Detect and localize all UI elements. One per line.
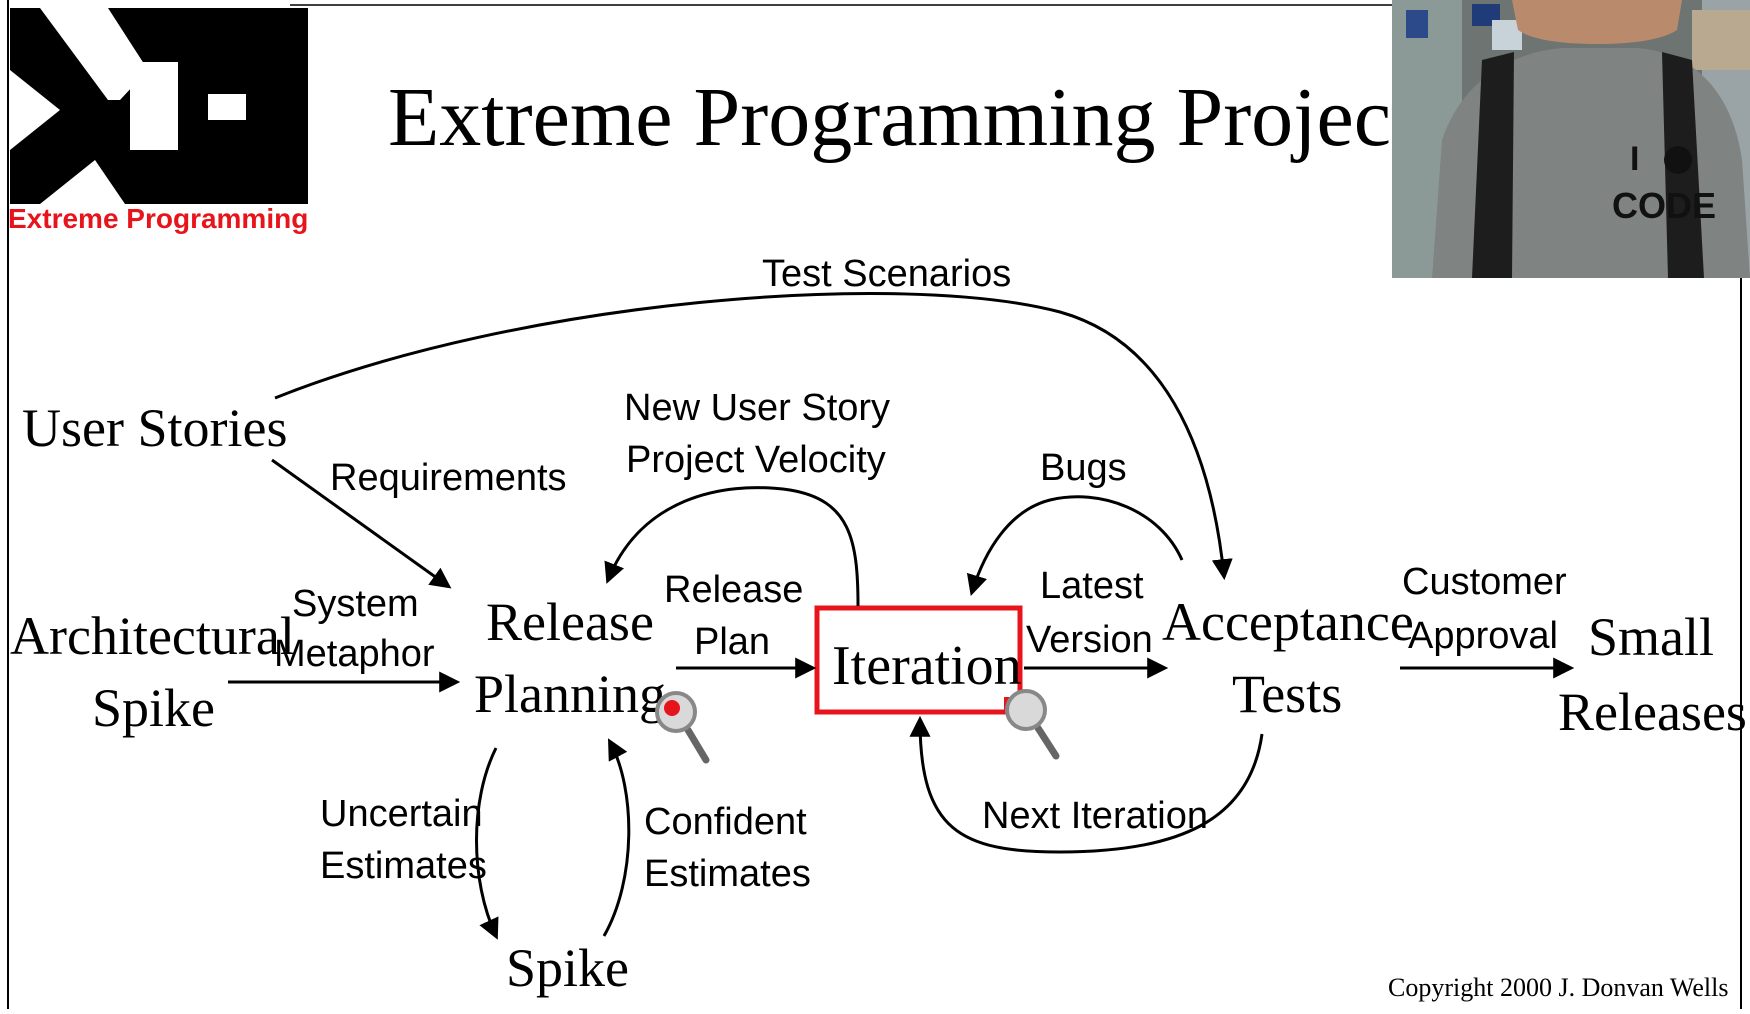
label-requirements: Requirements [330,457,567,499]
arrow-next-iteration [909,715,1264,854]
label-release-plan-line2: Plan [694,621,770,663]
node-architectural-spike-line2: Spike [92,678,215,738]
magnifier-icon[interactable] [1005,689,1060,760]
label-test-scenarios: Test Scenarios [762,253,1011,295]
label-release-plan-line1: Release [664,569,803,611]
label-system-metaphor-line2: Metaphor [274,633,435,675]
label-confident-estimates-line1: Confident [644,801,807,843]
arrow-bugs [966,495,1184,597]
arrow-requirements [271,458,452,589]
node-acceptance-tests-line1: Acceptance [1162,592,1414,652]
label-project-velocity: Project Velocity [626,439,886,481]
label-bugs: Bugs [1040,447,1127,489]
node-release-planning-line2: Planning [474,664,666,724]
webcam-overlay: I CODE [1392,0,1750,278]
presenter-image: I CODE [1392,0,1750,278]
magnifier-icon[interactable] [655,691,710,764]
label-confident-estimates-line2: Estimates [644,853,811,895]
node-small-releases-line1: Small [1588,607,1714,667]
label-new-user-story: New User Story [624,387,890,429]
label-uncertain-estimates-line1: Uncertain [320,793,483,835]
copyright: Copyright 2000 J. Donvan Wells [1388,973,1728,1002]
octocat-icon [1664,146,1692,174]
arrow-new-user-story [604,486,860,607]
label-latest-version-line2: Version [1026,619,1153,661]
page-title: Extreme Programming Project [388,71,1414,164]
label-system-metaphor-line1: System [292,583,419,625]
label-latest-version-line1: Latest [1040,565,1144,607]
shirt-text-i: I [1630,140,1639,178]
node-user-stories: User Stories [22,398,287,458]
shirt-text-code: CODE [1612,185,1716,226]
label-next-iteration: Next Iteration [982,795,1208,837]
node-iteration: Iteration [832,635,1022,697]
arrow-test-scenarios [274,292,1233,581]
node-acceptance-tests-line2: Tests [1232,664,1342,724]
label-customer-approval-line2: Approval [1408,615,1558,657]
arrow-confident-estimates [602,738,631,937]
node-release-planning-line1: Release [486,592,654,652]
logo-caption: Extreme Programming [8,203,308,234]
arrow-uncertain-estimates [475,747,499,940]
node-architectural-spike-line1: Architectural [10,606,295,666]
node-spike: Spike [506,938,629,998]
label-customer-approval-line1: Customer [1402,561,1567,603]
node-small-releases-line2: Releases [1558,682,1747,742]
label-uncertain-estimates-line2: Estimates [320,845,487,887]
xp-logo: Extreme Programming [8,8,308,234]
iteration-highlight-box [814,605,1023,715]
